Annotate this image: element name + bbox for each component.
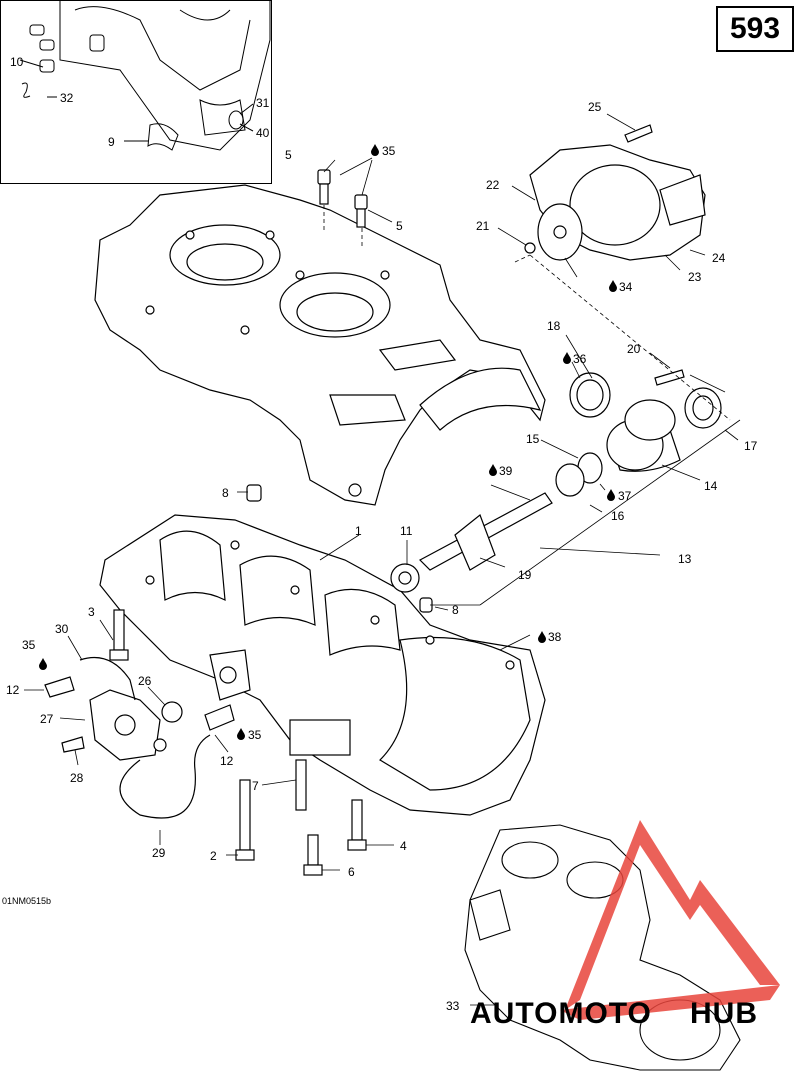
drop-icon [609,280,617,292]
callout-39: 39 [499,464,513,478]
callout-20: 20 [627,342,641,356]
watermark-text-1: AUTOMOTO [470,997,652,1030]
drop-icon [538,631,546,643]
callout-35-bottom: 35 [248,728,262,742]
callout-37: 37 [618,489,632,503]
callout-26: 26 [138,674,152,688]
callout-13: 13 [678,552,692,566]
callout-labels: 1 2 3 4 5 5 6 7 8 8 9 10 11 12 12 13 14 … [6,55,758,1013]
page-number: 593 [729,12,781,45]
callout-5-top: 5 [285,148,292,162]
drop-icon [371,144,379,156]
callout-29: 29 [152,846,166,860]
callout-18: 18 [547,319,561,333]
callout-1: 1 [355,524,362,538]
callout-34: 34 [619,280,633,294]
watermark-logo [560,820,780,1020]
callout-14: 14 [704,479,718,493]
callout-30: 30 [55,622,69,636]
callout-12-left: 12 [6,683,20,697]
callout-6: 6 [348,865,355,879]
water-pump-housing [524,124,706,261]
drawing-code: 01NM0515b [2,896,52,906]
callout-4: 4 [400,839,407,853]
callout-21: 21 [476,219,490,233]
leader-lines [24,113,741,1006]
callout-2: 2 [210,849,217,863]
callout-12-bottom: 12 [220,754,234,768]
callout-7: 7 [252,779,259,793]
callout-10: 10 [10,55,24,69]
callout-19: 19 [518,568,532,582]
watermark-text-2: HUB [690,997,758,1030]
callout-35-top: 35 [382,144,396,158]
callout-32: 32 [60,91,74,105]
fasteners [109,169,368,876]
callout-28: 28 [70,771,84,785]
callout-36: 36 [573,352,587,366]
callout-40: 40 [256,126,270,140]
callout-24: 24 [712,251,726,265]
detail-inset-frame [0,0,272,184]
callout-17: 17 [744,439,758,453]
callout-16: 16 [611,509,625,523]
drop-icon [607,489,615,501]
engine-overview [464,824,741,1071]
callout-22: 22 [486,178,500,192]
page-number-box: 593 [716,6,794,52]
upper-crankcase [94,184,546,506]
callout-15: 15 [526,432,540,446]
drop-icon [489,464,497,476]
callout-25: 25 [588,100,602,114]
callout-33: 33 [446,999,460,1013]
callout-3: 3 [88,605,95,619]
drop-icon [39,658,47,670]
callout-9: 9 [108,135,115,149]
oil-pump-assembly [44,656,235,819]
callout-23: 23 [688,270,702,284]
inset-detail [19,0,271,151]
callout-31: 31 [256,96,270,110]
callout-38: 38 [548,630,562,644]
callout-8-right: 8 [452,603,459,617]
drop-icon [237,728,245,740]
callout-35-left: 35 [22,638,36,652]
lower-crankcase [99,514,546,816]
drop-icon [563,352,571,364]
shaft-assembly [246,369,722,613]
callout-5-right: 5 [396,219,403,233]
callout-27: 27 [40,712,54,726]
callout-8-left: 8 [222,486,229,500]
callout-11: 11 [400,524,413,538]
